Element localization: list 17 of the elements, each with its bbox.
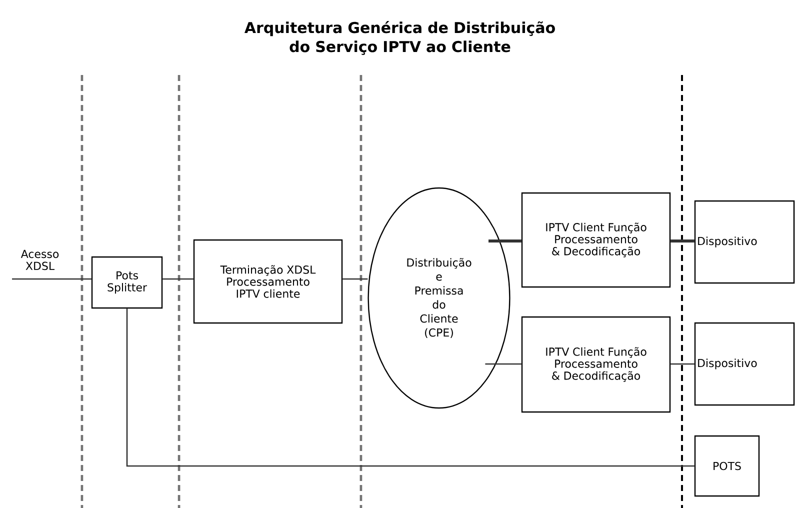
connector-line [485,363,522,365]
device-box: Dispositivo [694,322,795,406]
connector-line [126,308,694,467]
process-box: IPTV Client Função Processamento & Decodificação [521,316,671,413]
edge-label: Acesso XDSL [20,250,59,270]
device-box: Dispositivo [694,200,795,284]
connector-line [162,278,194,280]
title: Arquitetura Genérica de Distribuição do Serviço IPTV ao Cliente [244,21,555,55]
process-box: POTS [694,435,760,497]
connector-line [342,278,368,280]
process-box: Terminação XDSL Processamento IPTV cliente [193,239,343,324]
process-box: IPTV Client Função Processamento & Decodificação [521,192,671,288]
connector-line [12,278,92,280]
connector-line [670,240,694,242]
connector-line [488,240,522,242]
process-box: Pots Splitter [91,256,163,309]
connector-line [670,363,694,365]
